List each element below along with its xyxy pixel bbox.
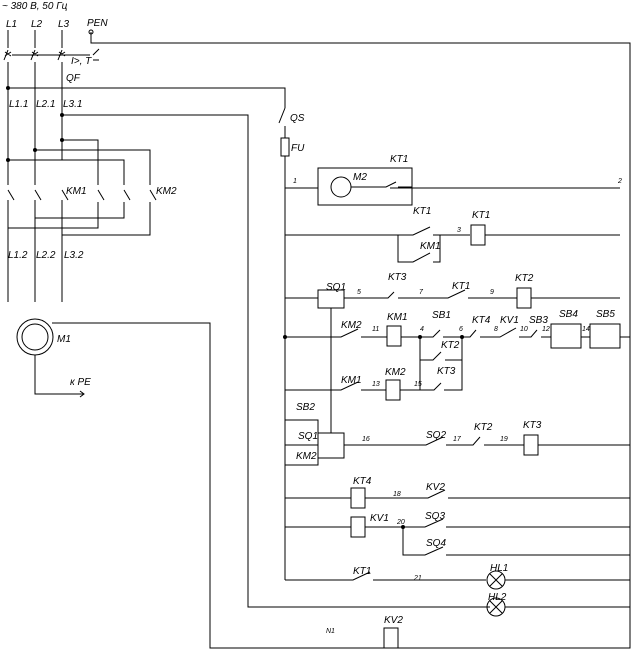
- kt2-coil: [516, 287, 532, 309]
- node-17: 17: [453, 436, 462, 443]
- line-label-l21: L2.1: [36, 99, 55, 110]
- kt1-contact-r2-label: KT1: [413, 206, 431, 217]
- sb5-frame: [589, 323, 621, 349]
- kt2-contact-r4-label: KT2: [441, 340, 460, 351]
- phase-label-l3: L3: [58, 19, 70, 30]
- node-21: 21: [413, 575, 422, 582]
- pe-label: к PE: [70, 377, 91, 388]
- kv1-contact-label: KV1: [500, 315, 519, 326]
- node-20: 20: [396, 519, 405, 526]
- line-label-l32: L3.2: [64, 250, 84, 261]
- kv2-coil: [383, 627, 399, 649]
- kt3-contact-r5-label: KT3: [437, 366, 456, 377]
- node-5: 5: [357, 289, 361, 296]
- kt3-contact-r3-label: KT3: [388, 272, 407, 283]
- node-15: 15: [414, 381, 422, 388]
- node-9: 9: [490, 289, 494, 296]
- fu-label: FU: [291, 143, 305, 154]
- qf-label: QF: [66, 73, 81, 84]
- phase-label-l2: L2: [31, 19, 43, 30]
- kt4-coil: [350, 487, 366, 509]
- sb5-label: SB5: [596, 309, 615, 320]
- qf-trip-label: I>, T: [71, 56, 92, 67]
- node-1: 1: [293, 178, 297, 185]
- sb1-label: SB1: [432, 310, 451, 321]
- kv2-coil-label: KV2: [384, 615, 403, 626]
- kt4-coil-label: KT4: [353, 476, 372, 487]
- sb4-frame: [550, 323, 582, 349]
- sq1-label-r3: SQ1: [326, 282, 346, 293]
- km2-coil: [385, 379, 401, 401]
- km1-coil-label: KM1: [387, 312, 408, 323]
- sq3-label: SQ3: [425, 511, 445, 522]
- node-13: 13: [372, 381, 380, 388]
- kt4-contact-label: KT4: [472, 315, 491, 326]
- hl1-label: HL1: [490, 563, 508, 574]
- node-16: 16: [362, 436, 370, 443]
- km2-contact-r4-label: KM2: [341, 320, 362, 331]
- qs-label: QS: [290, 113, 305, 124]
- kt3-coil: [523, 434, 539, 456]
- kt1-contact-r3-label: KT1: [452, 281, 470, 292]
- sq1-switch-r6: [317, 432, 345, 459]
- node-14: 14: [582, 326, 590, 333]
- node-18: 18: [393, 491, 401, 498]
- node-2: 2: [617, 178, 622, 185]
- km1-contact-r5-label: KM1: [341, 375, 362, 386]
- km1-power-label: KM1: [66, 186, 87, 197]
- sq2-label: SQ2: [426, 430, 446, 441]
- km2-coil-label: KM2: [385, 367, 406, 378]
- supply-label: ~ 380 В, 50 Гц: [2, 1, 68, 12]
- node-10: 10: [520, 326, 528, 333]
- node-11: 11: [372, 326, 379, 333]
- line-label-l11: L1.1: [9, 99, 28, 110]
- kt2-contact-r6-label: KT2: [474, 422, 493, 433]
- sb2-label: SB2: [296, 402, 315, 413]
- fuse-fu: [280, 137, 290, 157]
- phase-label-l1: L1: [6, 19, 17, 30]
- kt1-contact-r9-label: KT1: [353, 566, 371, 577]
- node-7: 7: [419, 289, 424, 296]
- phase-label-pen: PEN: [87, 18, 108, 29]
- motor-m2: [330, 176, 352, 198]
- node-n1: N1: [326, 628, 335, 635]
- motor-label: M1: [57, 334, 71, 345]
- sq4-label: SQ4: [426, 538, 446, 549]
- hl2-label: HL2: [488, 592, 507, 603]
- kv1-coil-label: KV1: [370, 513, 389, 524]
- kt3-coil-label: KT3: [523, 420, 542, 431]
- node-3: 3: [457, 227, 461, 234]
- control-circuit: [278, 107, 630, 649]
- km1-contact-r2-label: KM1: [420, 241, 441, 252]
- node-19: 19: [500, 436, 508, 443]
- node-12: 12: [542, 326, 550, 333]
- kt1-coil-label: KT1: [472, 210, 490, 221]
- line-label-l22: L2.2: [36, 250, 56, 261]
- node-6: 6: [459, 326, 463, 333]
- node-8: 8: [494, 326, 498, 333]
- km1-coil: [386, 325, 402, 347]
- kt1-coil: [470, 224, 486, 246]
- km2-power-label: KM2: [156, 186, 177, 197]
- kt2-coil-label: KT2: [515, 273, 534, 284]
- power-circuit: [3, 29, 631, 649]
- kt1-contact-r1-label: KT1: [390, 154, 408, 165]
- kv2-contact-label: KV2: [426, 482, 445, 493]
- m2-label: M2: [353, 172, 367, 183]
- line-label-l31: L3.1: [63, 99, 82, 110]
- node-4: 4: [420, 326, 424, 333]
- km2-contact-r6-label: KM2: [296, 451, 317, 462]
- sq1-label-r6: SQ1: [298, 431, 318, 442]
- kv1-coil: [350, 516, 366, 538]
- sb3-label: SB3: [529, 315, 548, 326]
- sb4-label: SB4: [559, 309, 578, 320]
- line-label-l12: L1.2: [8, 250, 28, 261]
